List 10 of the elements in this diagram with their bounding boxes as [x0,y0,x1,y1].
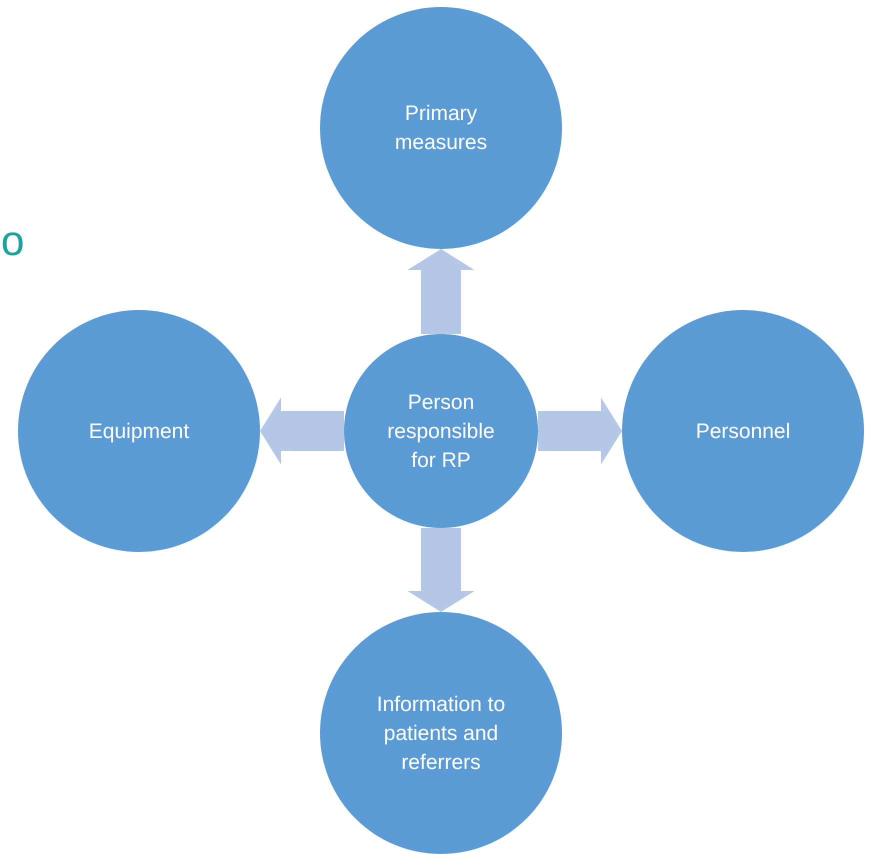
node-label: Equipment [88,418,190,444]
block-arrow [260,398,344,464]
node-label: Primary measures [394,101,488,156]
node-label: Personnel [694,418,792,444]
node-label: Person responsible for RP [386,390,496,474]
block-arrow [538,398,622,464]
text-fragment: o [1,219,24,263]
block-arrow [408,249,474,334]
block-arrow [408,528,474,612]
node-label: Information to patients and referrers [376,692,506,776]
